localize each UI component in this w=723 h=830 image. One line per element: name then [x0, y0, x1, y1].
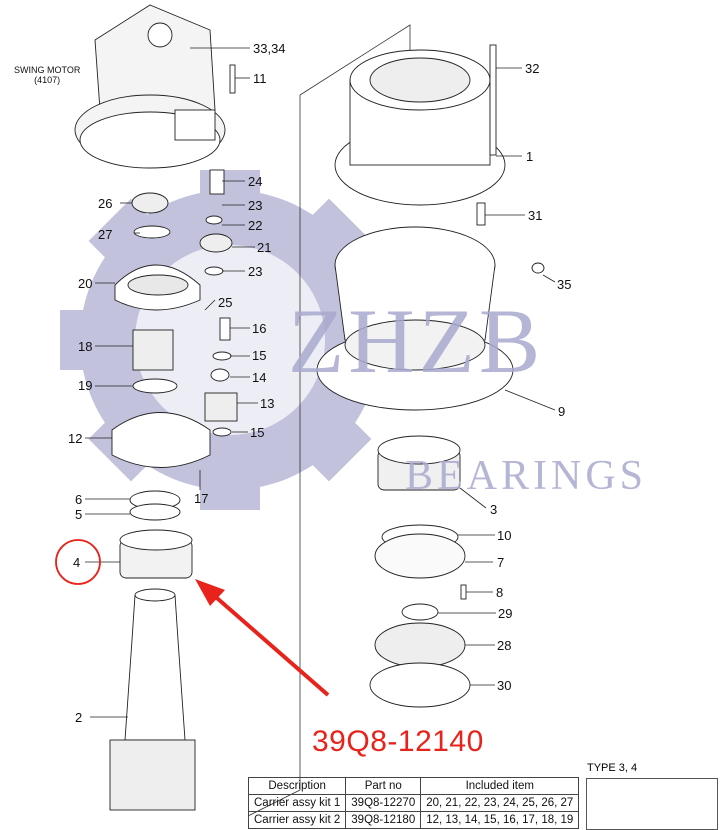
gear-tooth: [300, 410, 372, 482]
part-label: 2: [75, 710, 83, 725]
swing-motor: [74, 4, 226, 169]
cell-description: Carrier assy kit 2: [247, 811, 347, 829]
gear-tooth: [88, 198, 160, 270]
part-label: 31: [528, 208, 543, 223]
part-label: 23: [248, 264, 263, 279]
part-label: 3: [490, 502, 498, 517]
part-label: 22: [248, 218, 263, 233]
part-label: 23: [248, 198, 263, 213]
inset-title: TYPE 3, 4: [587, 762, 638, 774]
part-label: 32: [525, 61, 540, 76]
part-label: 30: [497, 678, 512, 693]
red-arrow-icon: [195, 579, 330, 697]
part-label: 25: [218, 295, 233, 310]
part-label: 15: [250, 425, 265, 440]
part-label: 20: [78, 276, 93, 291]
part-label: 7: [497, 555, 505, 570]
cell-included: 20, 21, 22, 23, 24, 25, 26, 27: [420, 794, 580, 812]
header-part-no: Part no: [345, 777, 422, 795]
cell-description: Carrier assy kit 1: [247, 794, 347, 812]
part-label: 10: [497, 528, 512, 543]
part-label: 21: [257, 240, 272, 255]
part-label: 12: [68, 431, 83, 446]
part-label: 29: [498, 606, 513, 621]
part-label: 6: [75, 492, 83, 507]
part-label: 19: [78, 378, 93, 393]
swing-motor-title: SWING MOTOR: [14, 65, 81, 75]
highlight-circle: [55, 539, 101, 585]
part-label: 11: [253, 71, 267, 86]
part-label: 24: [248, 174, 263, 189]
table-header-row: Description Part no Included item: [247, 777, 580, 795]
part-label: 8: [496, 585, 504, 600]
header-description: Description: [247, 777, 347, 795]
gear-tooth: [60, 310, 100, 370]
part-label: 26: [98, 196, 113, 211]
kit-table: Description Part no Included item Carrie…: [247, 777, 580, 829]
cell-part-no: 39Q8-12270: [345, 794, 422, 812]
part-label: 17: [194, 491, 209, 506]
part-label: 15: [252, 348, 267, 363]
part-label: 4: [73, 555, 81, 570]
part-label: 9: [558, 404, 566, 419]
cell-included: 12, 13, 14, 15, 16, 17, 18, 19: [420, 811, 580, 829]
watermark-subtext: BEARINGS: [405, 453, 648, 499]
table-row: Carrier assy kit 1 39Q8-12270 20, 21, 22…: [247, 794, 580, 812]
watermark-text: ZHZB: [288, 290, 545, 392]
part-label: 14: [252, 370, 267, 385]
part-label: 1: [526, 149, 534, 164]
part-label: 13: [260, 396, 275, 411]
part-label: 33,34: [253, 41, 286, 56]
cell-part-no: 39Q8-12180: [345, 811, 422, 829]
part-label: 28: [497, 638, 512, 653]
swing-motor-label: SWING MOTOR (4107): [14, 65, 81, 86]
part-label: 35: [557, 277, 572, 292]
inset-box: [586, 778, 718, 830]
swing-motor-code: (4107): [34, 74, 61, 85]
part-label: 16: [252, 321, 267, 336]
part-label: 27: [98, 227, 113, 242]
header-included-item: Included item: [420, 777, 580, 795]
part-label: 5: [75, 507, 83, 522]
highlight-part-number: 39Q8-12140: [312, 725, 484, 758]
table-row: Carrier assy kit 2 39Q8-12180 12, 13, 14…: [247, 811, 580, 829]
gear-tooth: [200, 470, 260, 510]
part-label: 18: [78, 339, 93, 354]
